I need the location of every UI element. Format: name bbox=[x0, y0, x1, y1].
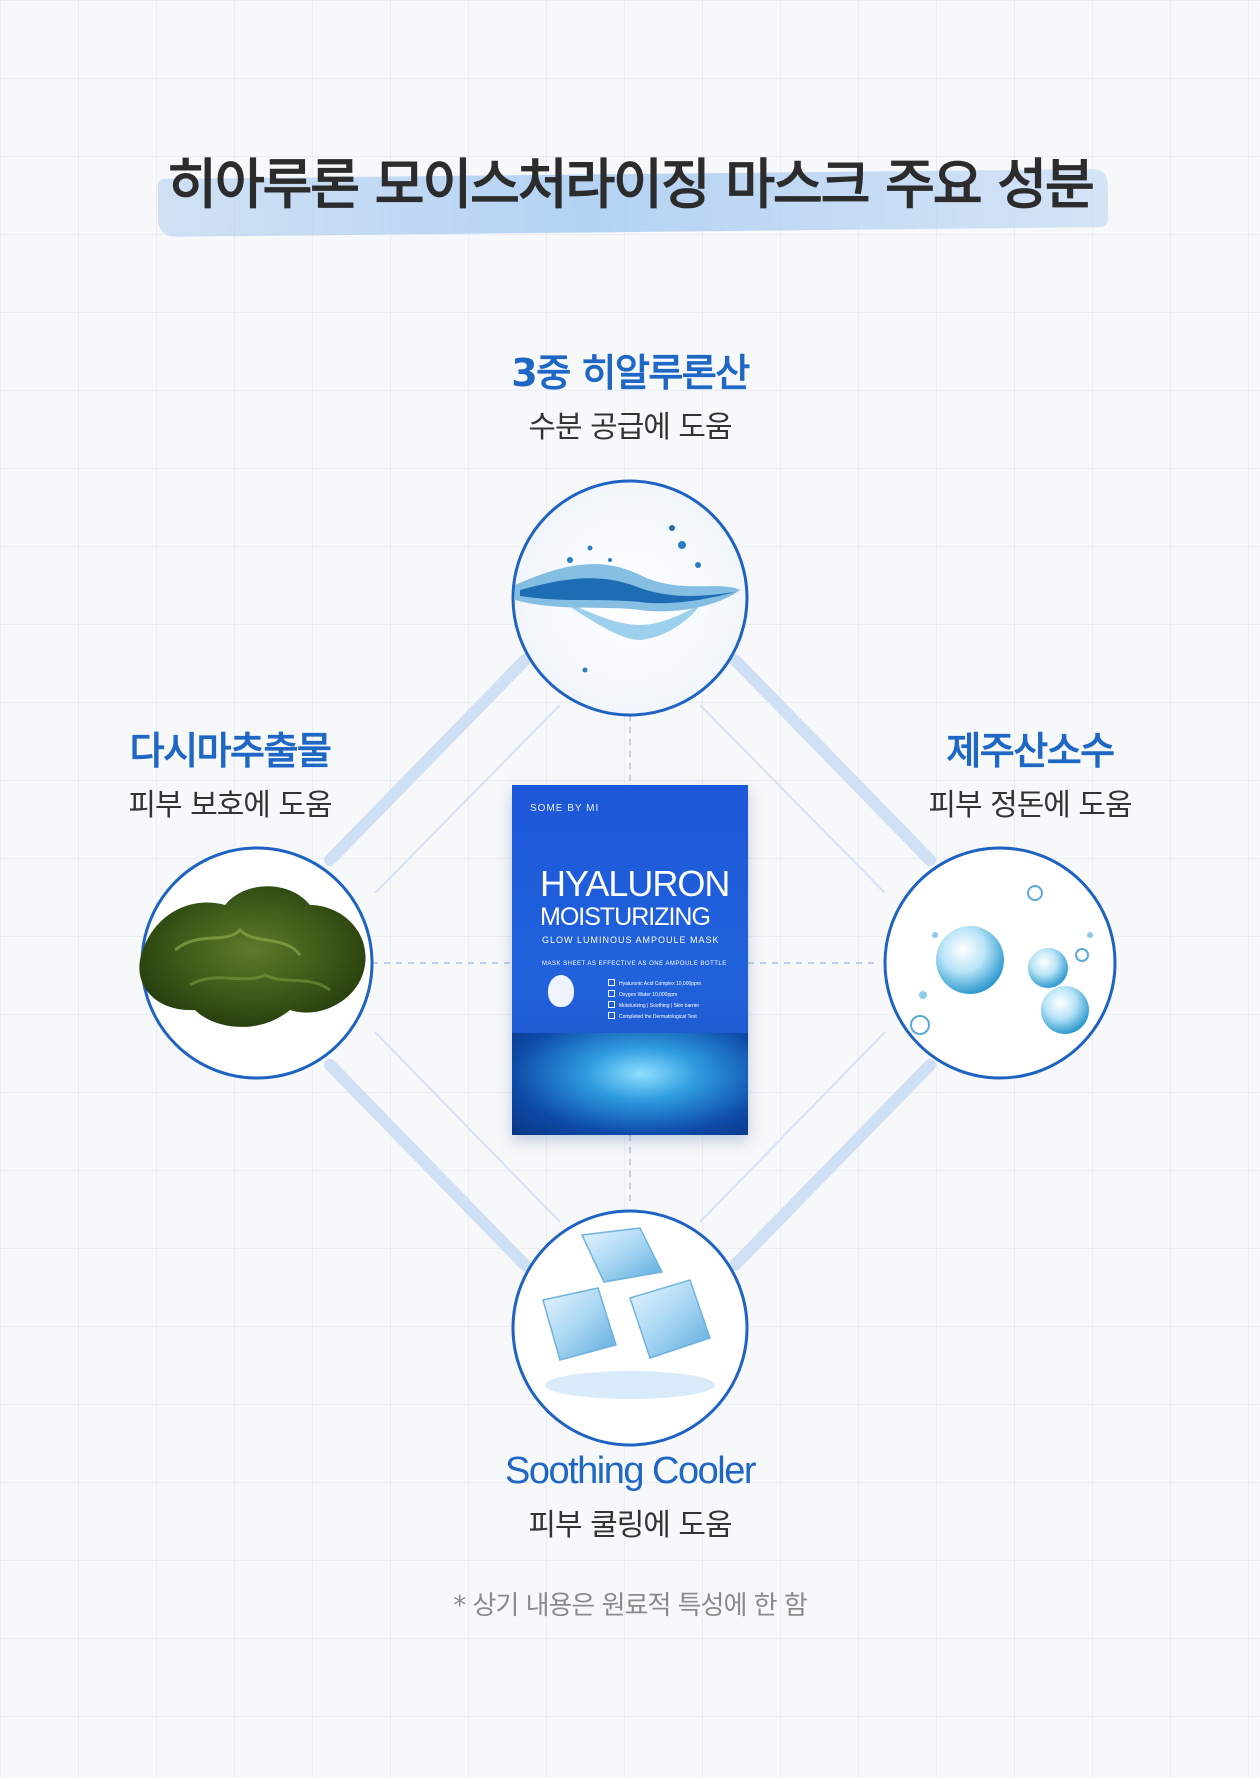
ingredient-name: Soothing Cooler bbox=[504, 1450, 757, 1492]
ingredient-name: 3중 히알루론산 bbox=[511, 351, 750, 395]
product-name-line2: MOISTURIZING bbox=[540, 903, 711, 931]
ingredient-name: 제주산소수 bbox=[946, 729, 1115, 773]
product-claim: Hyaluronic Acid Complex 10,000ppm bbox=[608, 979, 701, 990]
seaweed-icon bbox=[139, 846, 374, 1080]
ingredient-desc: 수분 공급에 도움 bbox=[528, 410, 732, 445]
product-mask-pack: SOME BY MI HYALURON MOISTURIZING GLOW LU… bbox=[512, 785, 748, 1135]
ice-cubes-icon bbox=[511, 1209, 749, 1447]
product-claim: Completed the Dermatological Test bbox=[608, 1012, 701, 1023]
face-mask-icon bbox=[548, 975, 574, 1007]
inner-diamond bbox=[374, 704, 886, 1223]
water-crown-image bbox=[512, 1033, 748, 1135]
ingredient-label-bottom: Soothing Cooler 피부 쿨링에 도움 bbox=[420, 1448, 840, 1546]
ingredient-label-top: 3중 히알루론산 수분 공급에 도움 bbox=[420, 350, 840, 448]
water-splash-icon bbox=[511, 479, 749, 717]
page-title: 히아루론 모이스처라이징 마스크 주요 성분 bbox=[167, 153, 1094, 216]
product-name-line3: GLOW LUMINOUS AMPOULE MASK bbox=[542, 935, 720, 945]
product-claim: Oxygen Water 10,000ppm bbox=[608, 990, 701, 1001]
ingredient-desc: 피부 정돈에 도움 bbox=[928, 788, 1132, 823]
diamond-frame bbox=[324, 654, 936, 1271]
product-name-line1: HYALURON bbox=[540, 863, 730, 904]
product-claim: Moisturizing | Soothing | Skin barrier bbox=[608, 1001, 701, 1012]
ingredient-label-right: 제주산소수 피부 정돈에 도움 bbox=[820, 728, 1240, 826]
product-claims: Hyaluronic Acid Complex 10,000ppm Oxygen… bbox=[608, 979, 701, 1023]
title-area: 히아루론 모이스처라이징 마스크 주요 성분 bbox=[0, 140, 1260, 237]
dashed-connectors bbox=[372, 715, 876, 1205]
water-bubbles-icon bbox=[883, 846, 1117, 1080]
ingredient-name: 다시마추출물 bbox=[129, 729, 332, 773]
footnote: * 상기 내용은 원료적 특성에 한 함 bbox=[453, 1591, 808, 1621]
ingredient-label-left: 다시마추출물 피부 보호에 도움 bbox=[20, 728, 440, 826]
ingredient-desc: 피부 쿨링에 도움 bbox=[528, 1508, 732, 1543]
ingredient-desc: 피부 보호에 도움 bbox=[128, 788, 332, 823]
product-brand: SOME BY MI bbox=[530, 803, 600, 814]
product-note: MASK SHEET AS EFFECTIVE AS ONE AMPOULE B… bbox=[542, 961, 727, 967]
